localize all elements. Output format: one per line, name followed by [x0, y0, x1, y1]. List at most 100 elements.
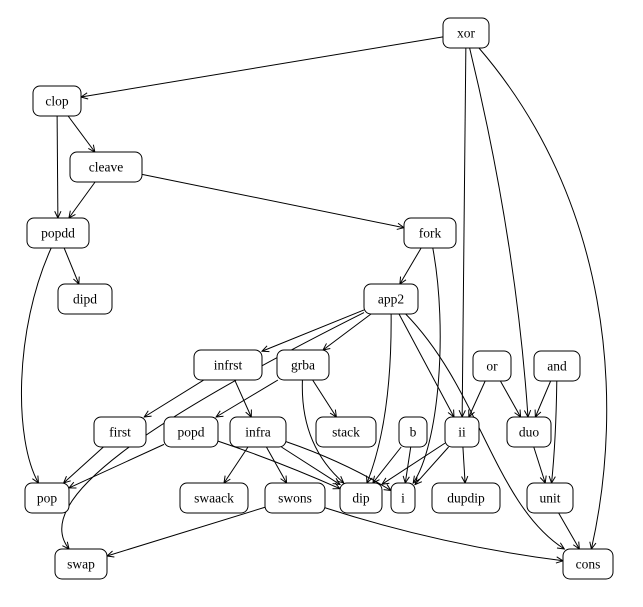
node-box-swons	[264, 482, 326, 514]
node-label-duo: duo	[519, 425, 540, 440]
node-label-swap: swap	[67, 557, 95, 572]
node-label-popd: popd	[178, 425, 205, 440]
node-stack: stack	[315, 416, 377, 448]
edge-xor-clop	[81, 36, 444, 97]
node-fork: fork	[403, 217, 457, 249]
node-box-ii	[444, 416, 480, 448]
node-label-dip: dip	[352, 491, 370, 506]
node-box-fork	[403, 217, 457, 249]
edge-or-duo	[499, 380, 520, 417]
edge-infrst-first	[144, 379, 205, 417]
edge-grba-stack	[312, 379, 337, 417]
node-clop: clop	[32, 85, 82, 117]
node-box-xor	[442, 17, 490, 49]
node-box-popd	[163, 416, 219, 448]
edge-cleave-popdd	[69, 181, 96, 218]
node-label-infra: infra	[245, 425, 270, 440]
node-label-clop: clop	[45, 94, 68, 109]
node-swap: swap	[54, 548, 108, 580]
edge-ii-dip	[382, 442, 446, 484]
edge-grba-popd	[216, 379, 279, 417]
node-unit: unit	[526, 482, 574, 514]
node-i: i	[390, 482, 416, 514]
node-label-swons: swons	[278, 491, 312, 506]
edge-app2-cons	[405, 313, 565, 549]
edge-fork-i	[413, 247, 441, 483]
edge-app2-dip	[367, 313, 392, 483]
node-label-cleave: cleave	[89, 160, 123, 175]
edge-xor-ii	[462, 47, 467, 417]
edge-popd-pop	[69, 443, 165, 488]
edge-b-i	[405, 446, 412, 483]
node-label-and: and	[547, 359, 567, 374]
node-box-and	[533, 350, 581, 382]
node-box-swaack	[179, 482, 249, 514]
node-popdd: popdd	[26, 217, 90, 249]
node-box-b	[398, 416, 428, 448]
edge-swons-cons	[324, 507, 563, 561]
node-label-infrst: infrst	[214, 358, 243, 373]
node-label-pop: pop	[37, 491, 58, 506]
node-box-dupdip	[431, 482, 501, 514]
edge-xor-cons	[478, 47, 608, 549]
node-box-cleave	[69, 151, 143, 183]
edge-ii-dupdip	[463, 446, 465, 483]
edge-or-ii	[469, 380, 486, 417]
edge-app2-infrst	[262, 309, 365, 351]
node-label-i: i	[401, 491, 405, 506]
node-label-ii: ii	[458, 425, 466, 440]
node-label-stack: stack	[332, 425, 360, 440]
edge-grba-dip	[301, 379, 343, 483]
node-label-cons: cons	[576, 557, 601, 572]
edge-infra-swaack	[224, 446, 249, 483]
node-first: first	[93, 416, 147, 448]
node-label-app2: app2	[378, 292, 404, 307]
node-box-cons	[562, 548, 614, 580]
node-swaack: swaack	[179, 482, 249, 514]
node-box-swap	[54, 548, 108, 580]
node-label-unit: unit	[539, 491, 560, 506]
edge-infra-swons	[265, 446, 286, 483]
node-label-b: b	[410, 425, 417, 440]
node-xor: xor	[442, 17, 490, 49]
node-box-pop	[24, 482, 70, 514]
node-label-popdd: popdd	[41, 226, 75, 241]
edge-b-dip	[373, 446, 402, 483]
node-box-or	[472, 350, 512, 382]
node-infrst: infrst	[193, 349, 263, 381]
edge-unit-cons	[558, 512, 580, 549]
node-dipd: dipd	[57, 283, 113, 315]
node-box-unit	[526, 482, 574, 514]
edge-app2-ii	[398, 313, 454, 417]
node-infra: infra	[229, 416, 287, 448]
node-label-dupdip: dupdip	[447, 491, 485, 506]
node-box-infrst	[193, 349, 263, 381]
node-cons: cons	[562, 548, 614, 580]
node-dip: dip	[339, 482, 383, 514]
node-label-fork: fork	[419, 226, 442, 241]
node-label-xor: xor	[457, 26, 476, 41]
edge-app2-grba	[323, 313, 372, 350]
node-label-swaack: swaack	[194, 491, 234, 506]
edge-first-pop	[64, 446, 104, 483]
node-box-dipd	[57, 283, 113, 315]
node-cleave: cleave	[69, 151, 143, 183]
node-grba: grba	[276, 349, 330, 381]
edge-fork-app2	[400, 247, 422, 284]
node-or: or	[472, 350, 512, 382]
node-layer: xor clop cleave popdd dipd fork app2 infrst grba…	[24, 17, 614, 580]
node-box-first	[93, 416, 147, 448]
edge-and-duo	[535, 380, 552, 417]
edge-layer	[20, 36, 608, 561]
edge-xor-duo	[469, 47, 528, 417]
node-swons: swons	[264, 482, 326, 514]
node-box-duo	[506, 416, 552, 448]
node-label-grba: grba	[291, 358, 315, 373]
node-app2: app2	[363, 283, 419, 315]
node-box-dip	[339, 482, 383, 514]
edge-clop-popdd	[57, 115, 58, 218]
node-b: b	[398, 416, 428, 448]
node-box-i	[390, 482, 416, 514]
